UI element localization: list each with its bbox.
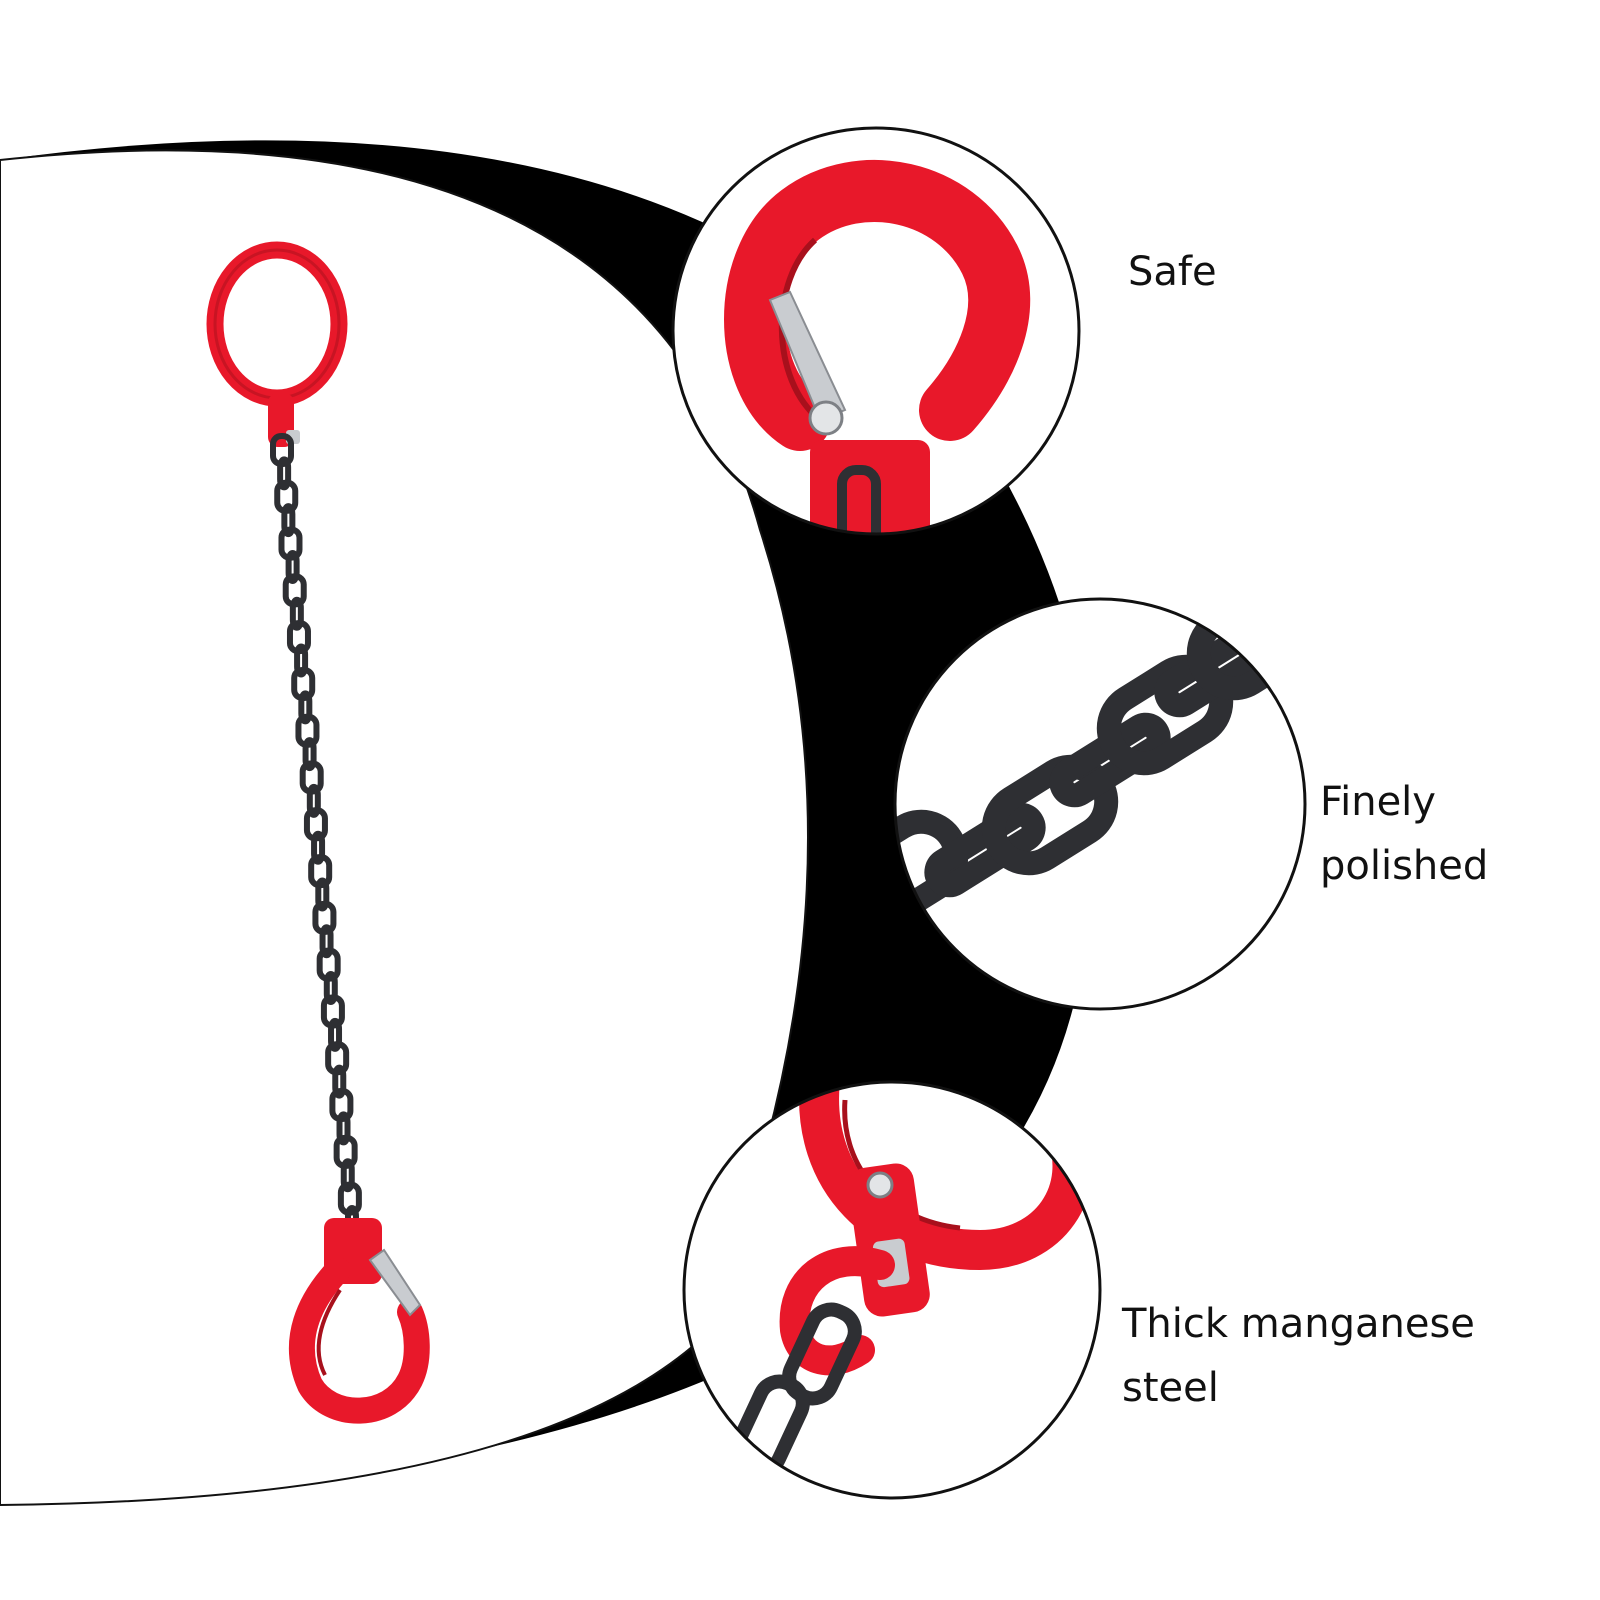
chain-link: [315, 877, 330, 912]
chain-link: [302, 737, 317, 772]
hook-closeup: [671, 126, 1081, 536]
chain-link: [340, 1158, 355, 1193]
chain-link: [323, 971, 338, 1006]
chain-sling-assembly: [206, 241, 430, 1424]
chain-link: [328, 1017, 343, 1052]
chain-link: [1186, 599, 1305, 701]
chain-links-icon: [270, 433, 362, 1239]
chain-link: [281, 503, 296, 538]
chain-link: [306, 783, 321, 818]
chain-link: [294, 643, 309, 678]
chain-link: [336, 1111, 351, 1146]
chain-link: [289, 596, 304, 631]
chain-link: [319, 924, 334, 959]
feature-label-steel: Thick manganese steel: [1122, 1301, 1475, 1411]
chain-link: [332, 1064, 347, 1099]
chain-link: [311, 830, 326, 865]
chain-link: [285, 549, 300, 584]
feature-label-safe: Safe: [1128, 249, 1217, 295]
chain-link: [277, 456, 292, 491]
feature-label-polished: Finely polished: [1320, 779, 1489, 889]
main-white-panel: [0, 149, 809, 1507]
ring-closeup: [682, 1080, 1102, 1500]
chain-link: [298, 690, 313, 725]
chain-link: [924, 802, 1046, 898]
bottom-hook-icon: [289, 1218, 430, 1424]
